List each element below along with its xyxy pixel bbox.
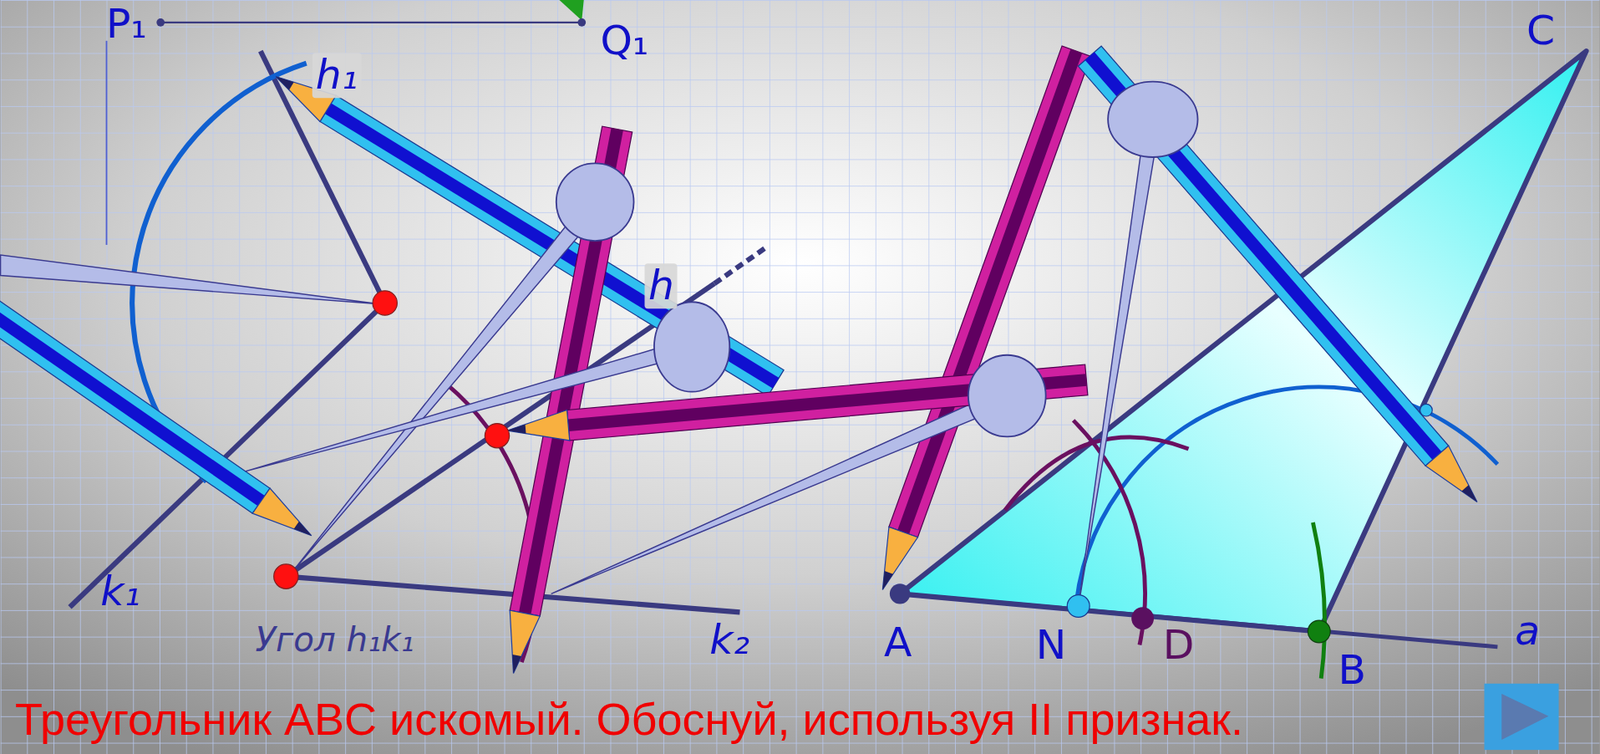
ray-name: k₁ xyxy=(100,568,141,615)
angle-name: Угол h₁k₁ xyxy=(255,621,415,659)
point-name: Q₁ xyxy=(599,18,649,64)
vertex-name: A xyxy=(883,620,912,666)
triangle-abc xyxy=(899,50,1586,679)
vertex-name: B xyxy=(1337,648,1367,694)
pencil xyxy=(268,63,785,397)
caption: Треугольник ABC искомый. Обоснуй, исполь… xyxy=(15,694,1244,744)
point-name: N xyxy=(1036,622,1067,668)
line-name: a xyxy=(1514,608,1540,654)
point xyxy=(274,290,1433,643)
vertex-name: C xyxy=(1526,8,1555,54)
point-name: D xyxy=(1163,622,1195,668)
point-name: P₁ xyxy=(106,1,148,47)
ray-name: k₂ xyxy=(709,617,750,663)
pencil xyxy=(0,279,320,549)
ray-name: h₁ xyxy=(312,53,362,99)
pencil xyxy=(1077,45,1489,512)
next-button xyxy=(1484,683,1560,750)
pencil xyxy=(868,45,1091,595)
ray-name: h xyxy=(645,263,678,309)
compass-leg xyxy=(0,116,1161,606)
compass-hinge xyxy=(556,81,1199,437)
angle-h1k1 xyxy=(70,50,386,607)
